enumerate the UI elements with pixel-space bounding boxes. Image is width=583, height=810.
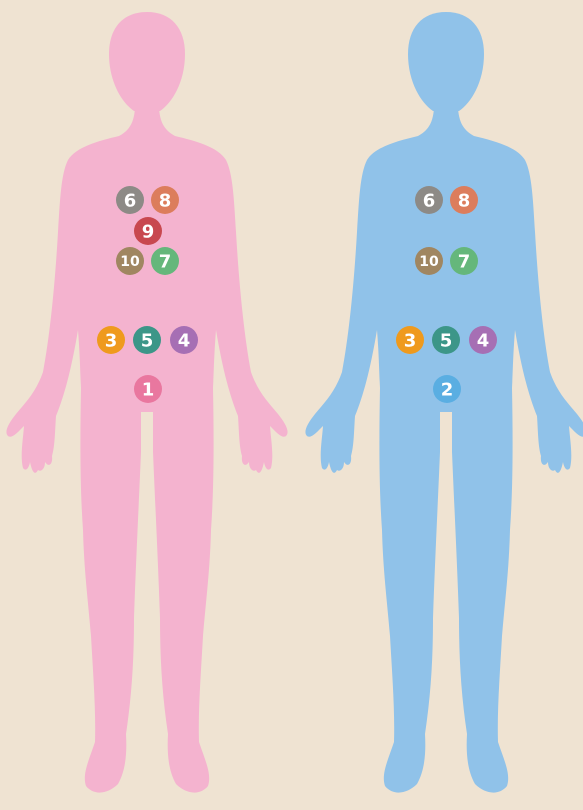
- male-marker-4[interactable]: 4: [469, 326, 497, 354]
- marker-label: 1: [142, 380, 155, 401]
- male-figure: 6 8 10 7 3 5 4 2: [305, 12, 583, 793]
- marker-label: 7: [458, 252, 471, 273]
- female-marker-7[interactable]: 7: [151, 247, 179, 275]
- male-marker-7[interactable]: 7: [450, 247, 478, 275]
- marker-label: 6: [124, 191, 137, 212]
- marker-label: 4: [477, 331, 490, 352]
- marker-label: 2: [441, 380, 454, 401]
- male-marker-10[interactable]: 10: [415, 247, 443, 275]
- marker-label: 8: [458, 191, 471, 212]
- male-marker-6[interactable]: 6: [415, 186, 443, 214]
- marker-label: 3: [105, 331, 118, 352]
- marker-label: 5: [141, 331, 154, 352]
- marker-label: 6: [423, 191, 436, 212]
- female-marker-3[interactable]: 3: [97, 326, 125, 354]
- marker-label: 7: [159, 252, 172, 273]
- marker-label: 4: [178, 331, 191, 352]
- marker-label: 3: [404, 331, 417, 352]
- marker-label: 9: [142, 222, 155, 243]
- female-marker-10[interactable]: 10: [116, 247, 144, 275]
- female-marker-6[interactable]: 6: [116, 186, 144, 214]
- male-marker-8[interactable]: 8: [450, 186, 478, 214]
- female-marker-4[interactable]: 4: [170, 326, 198, 354]
- female-marker-1[interactable]: 1: [134, 375, 162, 403]
- marker-label: 5: [440, 331, 453, 352]
- female-marker-8[interactable]: 8: [151, 186, 179, 214]
- marker-label: 10: [419, 254, 439, 270]
- marker-label: 8: [159, 191, 172, 212]
- male-marker-5[interactable]: 5: [432, 326, 460, 354]
- marker-label: 10: [120, 254, 140, 270]
- female-marker-5[interactable]: 5: [133, 326, 161, 354]
- male-marker-2[interactable]: 2: [433, 375, 461, 403]
- female-marker-9[interactable]: 9: [134, 217, 162, 245]
- male-marker-3[interactable]: 3: [396, 326, 424, 354]
